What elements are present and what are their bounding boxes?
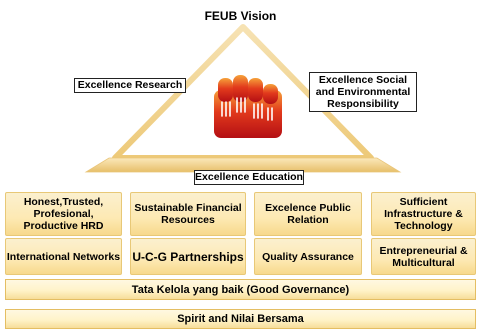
bar-good-governance: Tata Kelola yang baik (Good Governance) — [5, 279, 476, 300]
pillar-public-relation: Excelence Public Relation — [254, 192, 362, 236]
bar-shared-values: Spirit and Nilai Bersama — [5, 309, 476, 329]
vision-title: FEUB Vision — [204, 9, 277, 23]
label-excellence-research: Excellence Research — [74, 78, 186, 93]
label-excellence-social: Excellence Social and Environmental Resp… — [309, 72, 417, 112]
feub-logo-icon — [214, 75, 282, 138]
pillar-infrastructure: Sufficient Infrastructure & Technology — [371, 192, 476, 236]
pillar-ucg-partnerships: U-C-G Partnerships — [130, 238, 246, 275]
pillar-international-networks: International Networks — [5, 238, 122, 275]
pillar-entrepreneurial: Entrepreneurial & Multicultural — [371, 238, 476, 275]
pillar-financial: Sustainable Financial Resources — [130, 192, 246, 236]
pillar-hrd: Honest,Trusted, Profesional, Productive … — [5, 192, 122, 236]
label-excellence-education: Excellence Education — [194, 170, 304, 185]
pillar-quality-assurance: Quality Assurance — [254, 238, 362, 275]
